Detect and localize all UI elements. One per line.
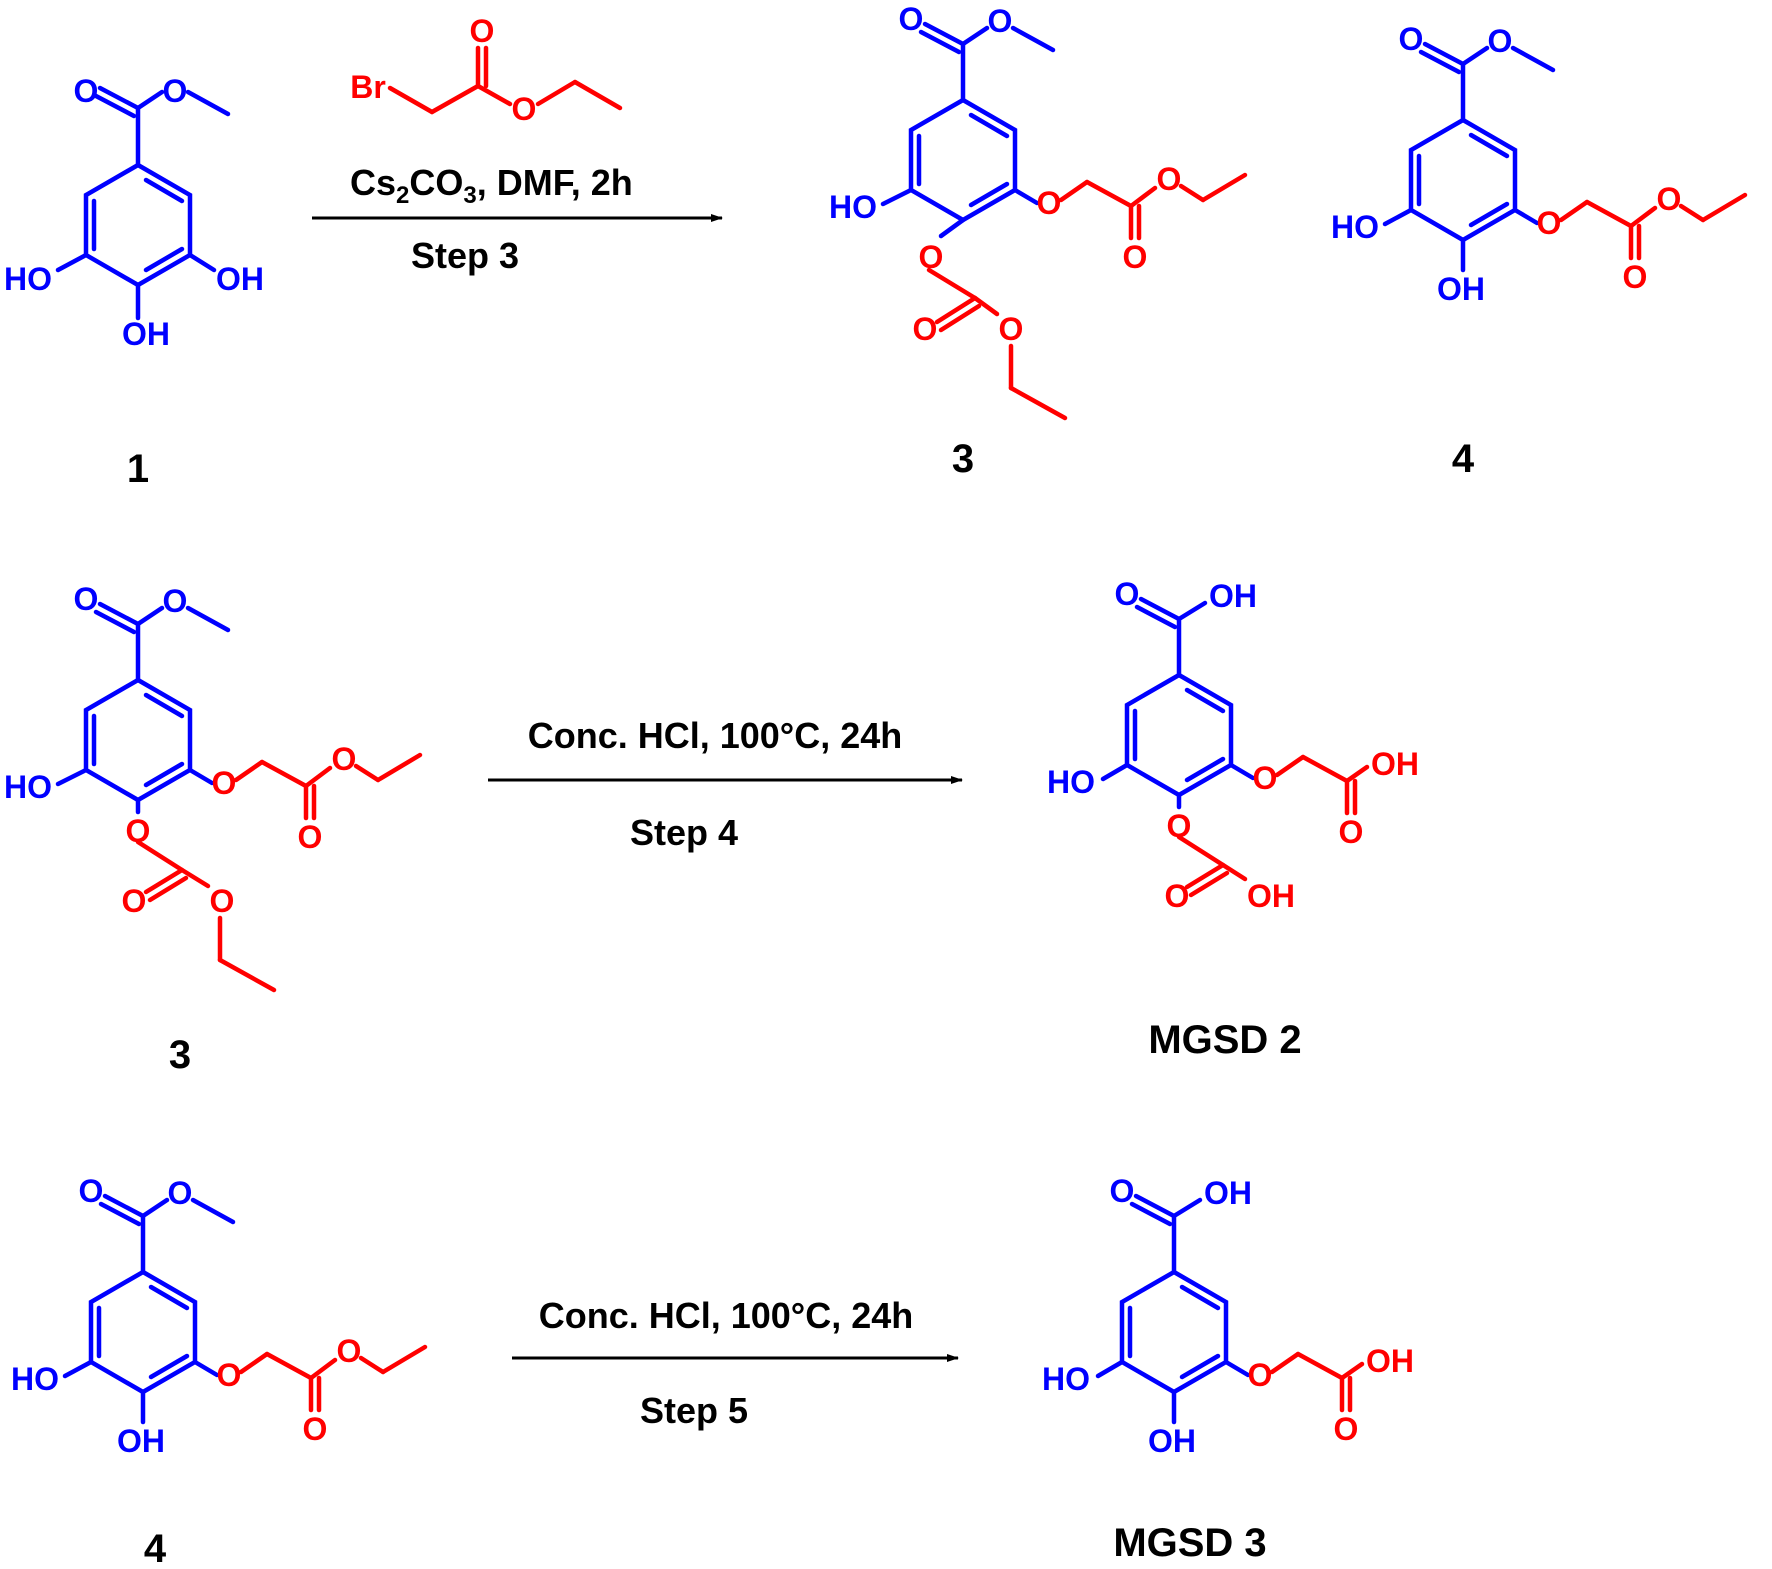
compound-1-bonds [55, 85, 231, 321]
atom-label: OH [1209, 578, 1257, 614]
atom-label: O [210, 883, 235, 919]
atom-label: O [1110, 1173, 1135, 1209]
atom-label: O [470, 13, 495, 49]
compound-3-label: 3 [952, 437, 974, 481]
step-5-label: Step 5 [640, 1390, 748, 1431]
mgsd3-label: MGSD 3 [1113, 1521, 1266, 1565]
atom-label: Br [350, 69, 386, 105]
atom-label: OH [1437, 271, 1485, 307]
atom-label: O [298, 819, 323, 855]
step-4-conditions: Conc. HCl, 100°C, 24h [528, 715, 903, 756]
atom-label: OH [1148, 1423, 1196, 1459]
atom-label: O [1248, 1357, 1273, 1393]
compound-3-label-middle: 3 [169, 1033, 191, 1077]
atom-label: O [217, 1357, 242, 1393]
reaction-arrow-step-5: Conc. HCl, 100°C, 24h Step 5 [512, 1295, 959, 1431]
compound-4-structure-bottom: O O HO OH O O O 4 [11, 1173, 428, 1569]
mgsd3-structure: O OH HO OH O OH O MGSD 3 [1042, 1173, 1414, 1565]
compound-3-structure-top: O O HO O O O O O O 3 [829, 1, 1248, 481]
atom-label: O [1657, 181, 1682, 217]
atom-label: OH [122, 316, 170, 352]
compound-1-label: 1 [127, 447, 149, 491]
atom-label: OH [1371, 746, 1419, 782]
atom-label: O [126, 813, 151, 849]
atom-label: O [1123, 239, 1148, 275]
step-3-label: Step 3 [411, 235, 519, 276]
atom-label: O [79, 1173, 104, 1209]
atom-label: O [1167, 808, 1192, 844]
step-4-label: Step 4 [630, 812, 738, 853]
atom-label: O [1037, 185, 1062, 221]
atom-label: O [512, 91, 537, 127]
atom-label: O [999, 311, 1024, 347]
atom-label: O [1399, 21, 1424, 57]
atom-label: O [168, 1175, 193, 1211]
reaction-arrow-step-3: Cs2CO3, DMF, 2h Step 3 [312, 162, 723, 276]
compound-3-structure-middle: O O HO O O O O O O 3 [4, 581, 423, 1077]
atom-label: HO [1042, 1361, 1090, 1397]
atom-label: OH [1204, 1175, 1252, 1211]
atom-label: HO [1047, 764, 1095, 800]
atom-label: O [212, 765, 237, 801]
atom-label: O [74, 73, 99, 109]
compound-1-structure: O O HO OH OH 1 [4, 73, 264, 491]
atom-label: O [332, 741, 357, 777]
atom-label: O [163, 583, 188, 619]
atom-label: O [899, 1, 924, 37]
atom-label: HO [829, 189, 877, 225]
mgsd2-structure: O OH HO O OH O O O OH MGSD 2 [1047, 576, 1419, 1062]
step-5-conditions: Conc. HCl, 100°C, 24h [539, 1295, 914, 1336]
atom-label: O [303, 1411, 328, 1447]
atom-label: OH [216, 261, 264, 297]
atom-label: HO [4, 769, 52, 805]
atom-label: O [122, 883, 147, 919]
atom-label: O [74, 581, 99, 617]
atom-label: O [988, 3, 1013, 39]
compound-1-atoms: O O HO OH OH [4, 73, 264, 352]
atom-label: O [1157, 161, 1182, 197]
reagent-ethyl-bromoacetate: Br O O [350, 13, 623, 127]
atom-label: HO [1331, 209, 1379, 245]
atom-label: O [163, 73, 188, 109]
compound-4-label: 4 [1452, 437, 1475, 481]
atom-label: OH [1247, 878, 1295, 914]
atom-label: OH [117, 1423, 165, 1459]
compound-4-structure-top: O O HO OH O O O 4 [1331, 21, 1748, 481]
atom-label: O [1537, 205, 1562, 241]
atom-label: O [1623, 259, 1648, 295]
atom-label: O [913, 311, 938, 347]
reaction-arrow-step-4: Conc. HCl, 100°C, 24h Step 4 [488, 715, 963, 853]
atom-label: O [1339, 814, 1364, 850]
step-3-conditions: Cs2CO3, DMF, 2h [350, 162, 633, 209]
mgsd2-label: MGSD 2 [1148, 1018, 1301, 1062]
atom-label: O [337, 1333, 362, 1369]
atom-label: HO [11, 1361, 59, 1397]
compound-4-label-bottom: 4 [144, 1527, 167, 1569]
atom-label: O [919, 239, 944, 275]
atom-label: O [1253, 760, 1278, 796]
atom-label: O [1488, 23, 1513, 59]
atom-label: O [1334, 1411, 1359, 1447]
atom-label: O [1165, 878, 1190, 914]
atom-label: HO [4, 261, 52, 297]
atom-label: O [1115, 576, 1140, 612]
atom-label: OH [1366, 1343, 1414, 1379]
